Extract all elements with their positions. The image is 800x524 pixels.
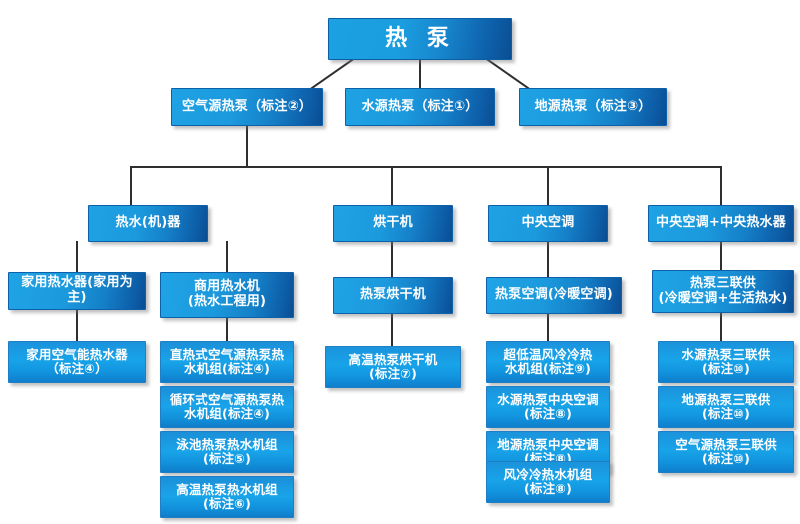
leaf-high-temp-heat-pump-dryer[interactable]: 高温热泵烘干机 (标注⑦) bbox=[325, 346, 461, 388]
leaf-air-source-triple-supply[interactable]: 空气源热泵三联供 (标注⑩) bbox=[658, 431, 794, 473]
leaf-direct-heating-air-source[interactable]: 直热式空气源热泵热 水机组(标注④) bbox=[160, 341, 294, 383]
node-home-water-heater[interactable]: 家用热水器(家用为主) bbox=[8, 272, 146, 310]
node-commercial-water-heater[interactable]: 商用热水机 (热水工程用) bbox=[160, 272, 294, 318]
leaf-water-source-triple-supply[interactable]: 水源热泵三联供 (标注⑩) bbox=[658, 341, 794, 383]
leaf-ground-source-triple-supply[interactable]: 地源热泵三联供 (标注⑩) bbox=[658, 386, 794, 428]
node-heat-pump-air-conditioner[interactable]: 热泵空调(冷暖空调) bbox=[486, 277, 622, 314]
node-heat-pump-dryer[interactable]: 热泵烘干机 bbox=[333, 277, 453, 314]
leaf-water-source-central-ac[interactable]: 水源热泵中央空调 (标注⑧) bbox=[486, 386, 610, 428]
node-central-ac-plus-water-heater-group[interactable]: 中央空调+中央热水器 bbox=[648, 205, 794, 242]
node-ground-source-heat-pump[interactable]: 地源热泵（标注③） bbox=[519, 88, 667, 126]
leaf-high-temp-heat-pump-unit[interactable]: 高温热泵热水机组 (标注⑥) bbox=[160, 476, 294, 518]
node-air-source-heat-pump[interactable]: 空气源热泵（标注②） bbox=[171, 88, 323, 126]
node-central-ac-group[interactable]: 中央空调 bbox=[488, 205, 608, 242]
node-dryer-group[interactable]: 烘干机 bbox=[333, 205, 453, 242]
node-root-heat-pump[interactable]: 热 泵 bbox=[328, 18, 512, 60]
node-water-source-heat-pump[interactable]: 水源热泵（标注①） bbox=[345, 88, 495, 126]
leaf-pool-heat-pump-unit[interactable]: 泳池热泵热水机组 (标注⑤) bbox=[160, 431, 294, 473]
node-heat-pump-triple-supply[interactable]: 热泵三联供 (冷暖空调+生活热水) bbox=[652, 270, 794, 313]
leaf-circulating-air-source[interactable]: 循环式空气源热泵热 水机组(标注④) bbox=[160, 386, 294, 428]
leaf-ultra-low-temp-air-cooled[interactable]: 超低温风冷冷热 水机组(标注⑨) bbox=[486, 341, 610, 383]
leaf-air-cooled-chiller-heater[interactable]: 风冷冷热水机组 (标注⑧) bbox=[486, 461, 610, 503]
node-water-heater-group[interactable]: 热水(机)器 bbox=[88, 205, 208, 242]
leaf-home-air-energy-water-heater[interactable]: 家用空气能热水器 （标注④） bbox=[8, 341, 146, 383]
